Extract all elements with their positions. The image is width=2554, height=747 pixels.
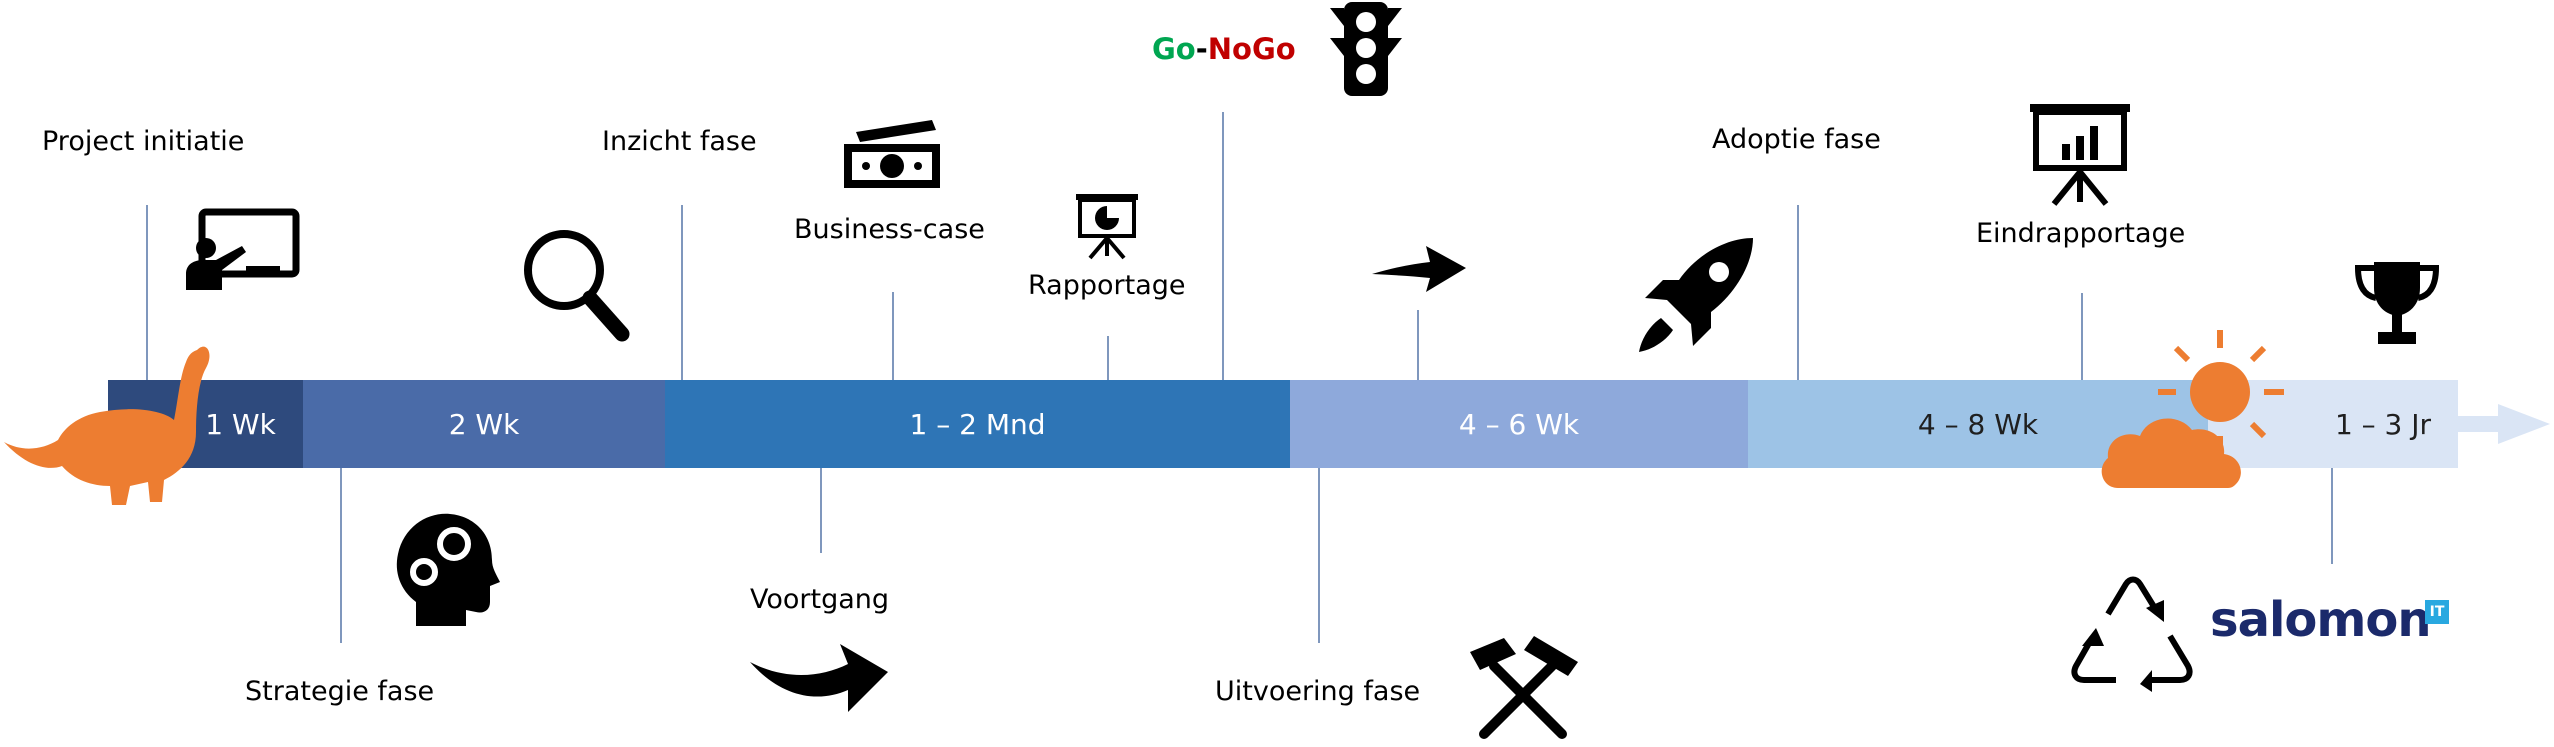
label-inzicht-fase: Inzicht fase xyxy=(602,126,757,157)
search-icon xyxy=(524,230,630,342)
label-business-case: Business-case xyxy=(794,214,985,245)
hammers-icon xyxy=(1470,636,1578,739)
head-gears-icon xyxy=(396,513,500,626)
timeline-segment-2-wk: 2 Wk xyxy=(303,380,665,468)
label-rapportage: Rapportage xyxy=(1028,270,1186,301)
timeline-arrow-icon xyxy=(2458,404,2550,444)
salomon-logo: salomon xyxy=(2210,592,2432,648)
tick-voortgang xyxy=(820,468,822,553)
money-icon xyxy=(844,120,940,188)
presentation-teacher-icon xyxy=(186,208,300,290)
label-eindrapportage: Eindrapportage xyxy=(1976,218,2186,249)
recycle-icon xyxy=(2071,576,2193,692)
tick-strategie-fase xyxy=(340,468,342,643)
gonogo-dash: - xyxy=(1195,32,1208,66)
salomon-logo-badge: IT xyxy=(2425,600,2449,624)
trophy-icon xyxy=(2354,262,2440,344)
tick-uitvoering-arrow xyxy=(1417,310,1419,380)
dinosaur-icon xyxy=(4,346,210,505)
gonogo-label: Go-NoGo xyxy=(1152,32,1296,66)
timeline-segment-1-2-mnd: 1 – 2 Mnd xyxy=(665,380,1290,468)
tick-business-case xyxy=(892,292,894,380)
nogo-text: NoGo xyxy=(1207,32,1296,66)
go-text: Go xyxy=(1152,32,1196,66)
timeline-segment-4-6-wk: 4 – 6 Wk xyxy=(1290,380,1748,468)
label-adoptie-fase: Adoptie fase xyxy=(1712,124,1881,155)
presentation-chart-icon xyxy=(2030,104,2130,206)
arrow-right-icon xyxy=(1372,246,1466,292)
presentation-pie-icon xyxy=(1076,194,1138,260)
label-voortgang: Voortgang xyxy=(750,584,890,615)
tick-adoptie-fase xyxy=(1797,205,1799,380)
rocket-icon xyxy=(1639,238,1753,352)
tick-uitvoering-fase xyxy=(1318,468,1320,643)
tick-inzicht-fase xyxy=(681,205,683,380)
tick-salomon xyxy=(2331,468,2333,564)
label-strategie-fase: Strategie fase xyxy=(245,676,435,707)
sun-cloud-icon xyxy=(2101,330,2284,488)
curved-arrow-icon xyxy=(750,644,888,712)
traffic-light-icon xyxy=(1330,2,1402,96)
tick-gonogo xyxy=(1222,112,1224,380)
tick-rapportage xyxy=(1107,336,1109,380)
label-project-initiatie: Project initiatie xyxy=(42,126,245,157)
tick-eindrapportage xyxy=(2081,293,2083,380)
tick-project-initiatie xyxy=(146,205,148,380)
label-uitvoering-fase: Uitvoering fase xyxy=(1215,676,1421,707)
